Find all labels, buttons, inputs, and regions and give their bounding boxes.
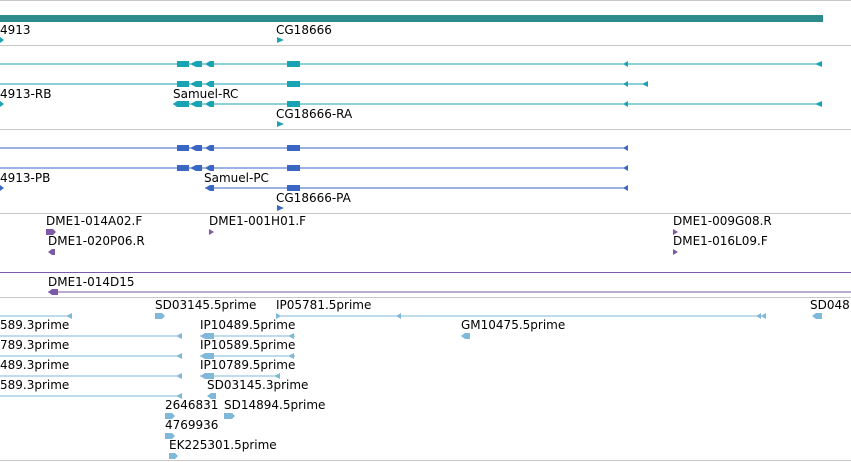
clone-feature[interactable] xyxy=(48,289,851,295)
protein-feature[interactable] xyxy=(0,145,628,151)
protein-label: 4913-PB xyxy=(0,171,50,185)
est-label: IP10789.5prime xyxy=(200,358,295,372)
clone-track: DME1-014D15 xyxy=(0,272,851,295)
est-label: IP10489.5prime xyxy=(200,318,295,332)
est-feature[interactable] xyxy=(200,373,280,379)
est-feature[interactable] xyxy=(224,413,235,419)
protein-label: CG18666-PA xyxy=(276,191,352,205)
clone-end-label: DME1-009G08.R xyxy=(673,214,772,228)
est-feature[interactable] xyxy=(0,393,182,399)
est-feature[interactable] xyxy=(165,413,175,419)
est-feature[interactable] xyxy=(200,333,295,339)
est-label: IP05781.5prime xyxy=(276,298,371,312)
est-label: EK225301.5prime xyxy=(169,438,277,452)
transcript-label: Samuel-RC xyxy=(173,87,238,101)
est-feature[interactable] xyxy=(165,433,175,439)
mrna-track: 4913-RB Samuel-RC CG18666-RA xyxy=(0,61,822,127)
transcript-label: 4913-RB xyxy=(0,87,51,101)
transcript-feature[interactable] xyxy=(173,101,822,107)
est-feature[interactable] xyxy=(169,453,178,459)
est-feature[interactable] xyxy=(207,393,216,399)
est-label: SD03145.3prime xyxy=(207,378,308,392)
clone-end-feature[interactable] xyxy=(673,229,678,235)
transcript-label: CG18666-RA xyxy=(276,107,353,121)
est-label: 4769936 xyxy=(165,418,218,432)
gene-strand-arrow xyxy=(0,37,4,43)
gene-track: 4913 CG18666 xyxy=(0,15,823,43)
est-label: 589.3prime xyxy=(0,318,69,332)
est-label: 589.3prime xyxy=(0,378,69,392)
clone-end-label: DME1-014A02.F xyxy=(46,214,142,228)
clone-end-label: DME1-001H01.F xyxy=(209,214,306,228)
clone-end-feature[interactable] xyxy=(46,229,56,235)
est-label: 489.3prime xyxy=(0,358,69,372)
protein-track: 4913-PB Samuel-PC CG18666-PA xyxy=(0,145,628,211)
protein-feature[interactable] xyxy=(0,165,628,171)
clone-end-feature[interactable] xyxy=(673,249,678,255)
strand-arrow xyxy=(277,205,284,211)
est-label: GM10475.5prime xyxy=(461,318,565,332)
est-label: 2646831 xyxy=(165,398,218,412)
transcript-feature[interactable] xyxy=(0,81,648,87)
clone-label: DME1-014D15 xyxy=(48,275,135,289)
gene-label: 4913 xyxy=(0,23,31,37)
clone-end-feature[interactable] xyxy=(209,229,214,235)
est-label: IP10589.5prime xyxy=(200,338,295,352)
strand-arrow xyxy=(0,101,4,107)
est-track: SD03145.5prime IP05781.5prime SD048 589.… xyxy=(0,298,850,459)
gene-label: CG18666 xyxy=(276,23,332,37)
clone-end-track: DME1-014A02.F DME1-020P06.R DME1-001H01.… xyxy=(46,214,772,255)
gene-feature-cg18666[interactable] xyxy=(0,15,823,22)
est-feature[interactable] xyxy=(812,313,822,319)
est-label: SD03145.5prime xyxy=(155,298,256,312)
est-feature[interactable] xyxy=(0,313,72,319)
clone-end-feature[interactable] xyxy=(48,249,55,255)
protein-feature[interactable] xyxy=(205,185,628,191)
est-label: SD14894.5prime xyxy=(224,398,325,412)
protein-label: Samuel-PC xyxy=(204,171,269,185)
est-feature[interactable] xyxy=(461,333,470,339)
gene-strand-arrow xyxy=(277,37,284,43)
est-label: 789.3prime xyxy=(0,338,69,352)
est-feature[interactable] xyxy=(200,353,295,359)
clone-end-label: DME1-020P06.R xyxy=(48,234,145,248)
strand-arrow xyxy=(277,121,284,127)
transcript-feature[interactable] xyxy=(0,61,822,67)
est-feature[interactable] xyxy=(155,313,165,319)
est-label: SD048 xyxy=(810,298,850,312)
strand-arrow xyxy=(0,185,4,191)
est-feature[interactable] xyxy=(0,373,182,379)
est-feature[interactable] xyxy=(276,313,766,319)
clone-end-label: DME1-016L09.F xyxy=(673,234,768,248)
est-feature[interactable] xyxy=(0,333,182,339)
est-feature[interactable] xyxy=(0,353,182,359)
